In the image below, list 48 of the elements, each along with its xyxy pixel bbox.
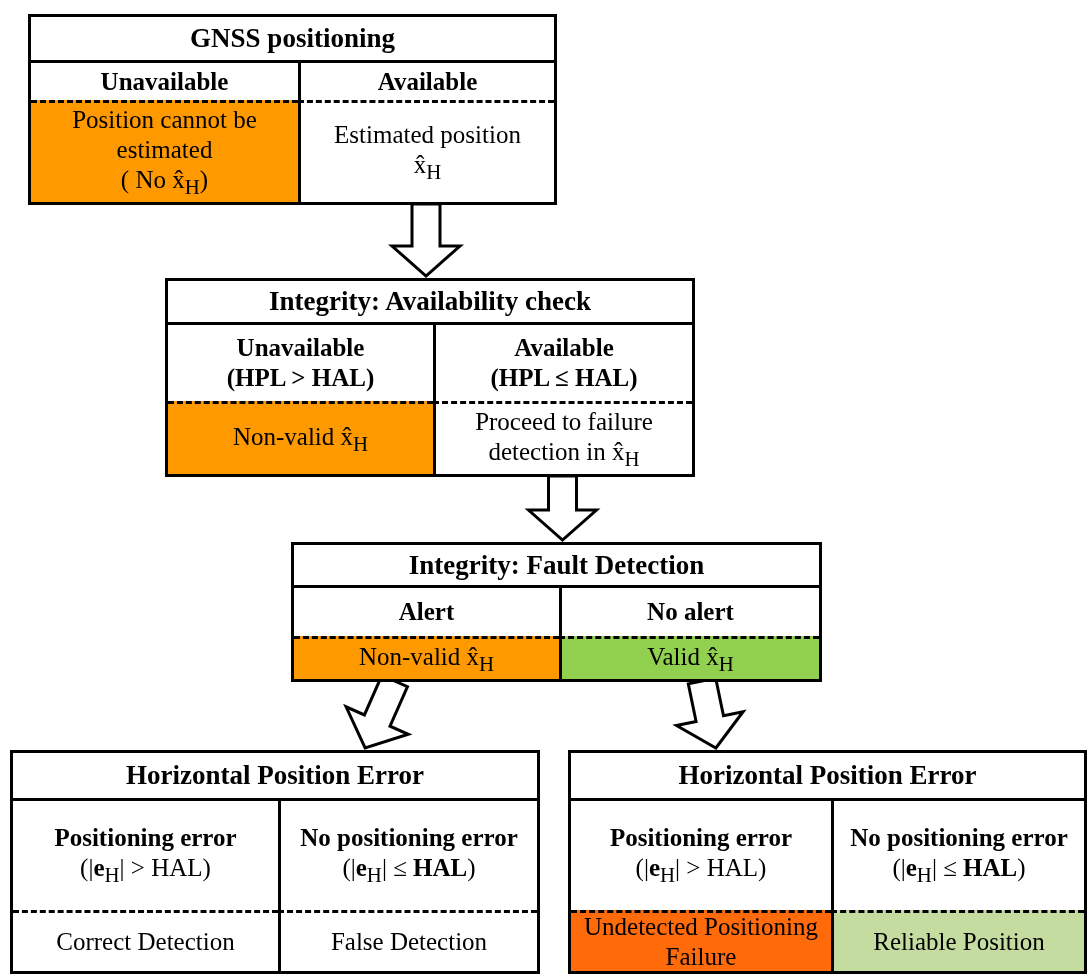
cell-text: False Detection [330,927,488,957]
header-text: Alert [398,597,455,627]
header-text: (|e$_{H}$| ≤ HAL) [892,853,1026,888]
box-title: Horizontal Position Error [571,753,1084,801]
header-text: Available [514,333,614,363]
table-box [10,750,540,974]
result-panel [559,636,819,679]
cell-text: ( No x̂$_{H}$) [120,165,209,200]
result-panel [278,910,537,971]
table-box [291,542,822,682]
cell-text: Reliable Position [873,927,1045,957]
result-panel [168,401,433,474]
header-text: (|e$_{H}$| > HAL) [80,853,211,888]
header-text: Positioning error [609,823,793,853]
cell-text: Non-valid x̂$_{H}$ [358,641,495,677]
header-text: Unavailable [100,66,229,97]
header-text: Available [377,66,478,97]
result-panel [831,910,1084,971]
header-text: Unavailable [236,333,365,363]
header-text: Positioning error [54,823,237,853]
box-title: Integrity: Fault Detection [294,545,819,588]
cell-text: Undetected Positioning Failure [583,912,819,972]
cell-text: Estimated position [334,120,521,150]
cell-text: Non-valid x̂$_{H}$ [232,421,369,457]
result-panel [433,401,692,474]
table-box [165,278,695,477]
header-text: No positioning error [850,823,1068,853]
header-text: (HPL > HAL) [226,363,375,393]
header-text: No positioning error [300,823,518,853]
header-text: (|e$_{H}$| ≤ HAL) [342,853,476,888]
box-title: Integrity: Availability check [168,281,692,325]
table-box [568,750,1087,974]
block-arrow [524,474,601,542]
header-text: (HPL ≤ HAL) [490,363,638,393]
cell-text: Position cannot be estimated [71,105,258,165]
result-panel [298,100,554,202]
result-panel [294,636,559,679]
cell-text: x̂$_{H}$ [413,150,442,185]
box-title: Horizontal Position Error [13,753,537,801]
header-text: No alert [647,597,734,627]
box-title: GNSS positioning [31,17,554,63]
result-panel [31,100,298,202]
header-text: (|e$_{H}$| > HAL) [635,853,767,888]
block-arrow [388,202,464,278]
cell-text: Valid x̂$_{H}$ [647,641,734,677]
table-box [28,14,557,205]
cell-text: Proceed to failure detection in x̂$_{H}$ [474,406,654,472]
cell-text: Correct Detection [56,927,235,957]
